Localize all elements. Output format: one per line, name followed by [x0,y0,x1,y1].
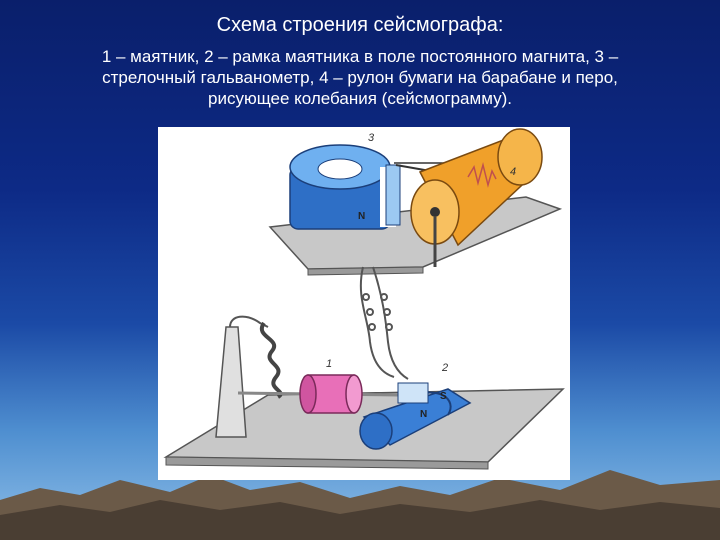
lower-magnet: S N [359,382,472,450]
mountain-range [0,470,720,540]
connecting-wires [359,266,409,380]
seismograph-figure: N 3 4 [158,127,570,480]
label-frame: 2 [441,362,448,374]
seismograph-diagram: N 3 4 [163,128,565,470]
upper-magnet: N [289,144,396,230]
label-galvanometer: 3 [368,132,375,144]
lower-magnet-north-pole: N [420,409,427,420]
paper-drum [410,128,543,267]
caption-line-3: рисующее колебания (сейсмограмму). [208,89,512,108]
label-pendulum: 1 [326,358,332,370]
pendulum-stand [215,315,283,438]
upper-magnet-north-pole: N [358,211,365,222]
slide-title: Схема строения сейсмографа: [216,14,504,36]
caption-line-2: стрелочный гальванометр, 4 – рулон бумаг… [102,68,618,87]
pendulum-mass [299,374,363,414]
slide-caption: 1 – маятник, 2 – рамка маятника в поле п… [20,46,700,109]
label-paper-roll: 4 [510,166,516,178]
caption-line-1: 1 – маятник, 2 – рамка маятника в поле п… [101,47,619,66]
lower-magnet-south-pole: S [440,391,447,402]
